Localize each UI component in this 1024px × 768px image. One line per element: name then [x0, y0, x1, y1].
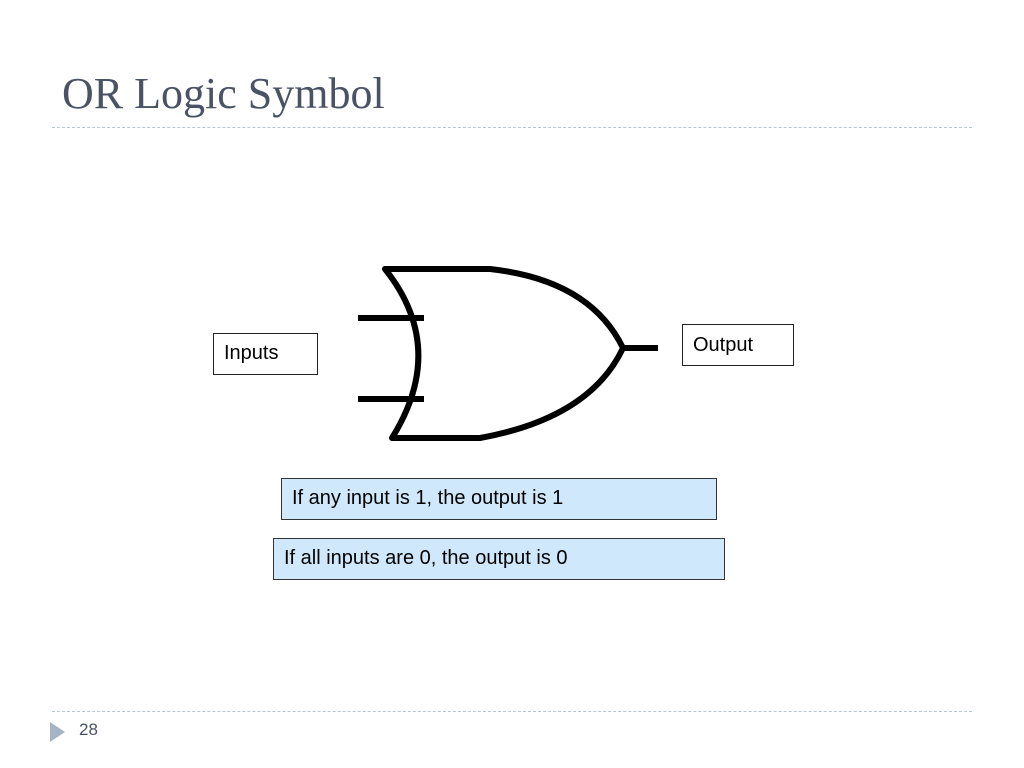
triangle-bullet-icon — [50, 722, 65, 742]
rule-any-input-one: If any input is 1, the output is 1 — [281, 478, 717, 520]
title-divider — [52, 127, 972, 128]
footer-divider — [52, 711, 972, 712]
slide-title: OR Logic Symbol — [62, 69, 385, 118]
page-number: 28 — [79, 720, 98, 739]
inputs-label: Inputs — [213, 333, 318, 375]
output-label: Output — [682, 324, 794, 366]
or-gate-body — [382, 266, 626, 441]
rule-all-inputs-zero: If all inputs are 0, the output is 0 — [273, 538, 725, 580]
